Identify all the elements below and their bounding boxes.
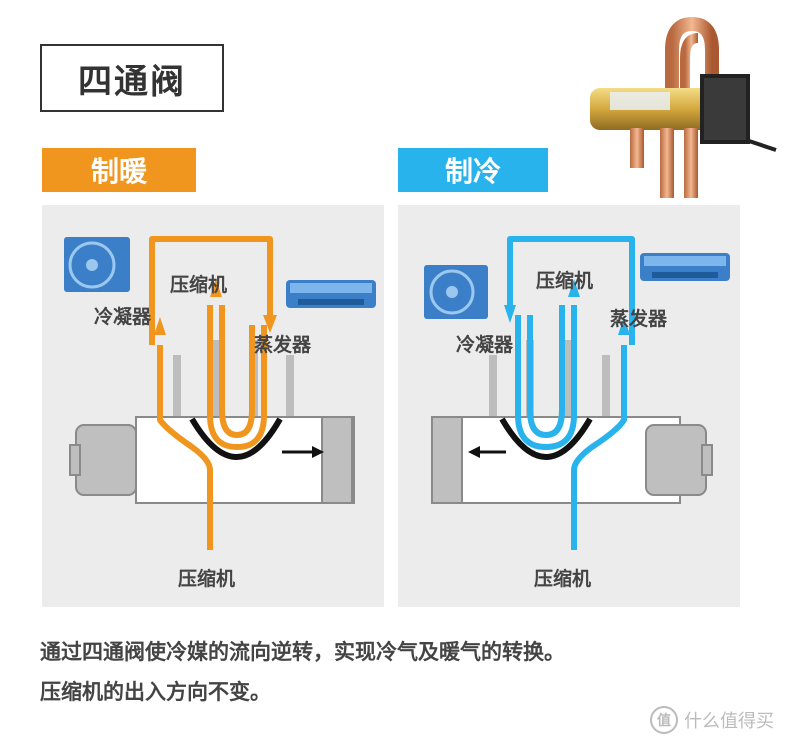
watermark-logo-icon: 值 — [650, 706, 678, 734]
watermark: 值 什么值得买 — [650, 706, 774, 734]
outdoor-unit-icon — [64, 237, 130, 292]
heating-diagram-panel: 压缩机 冷凝器 蒸发器 压缩机 — [42, 205, 384, 607]
watermark-text: 什么值得买 — [684, 711, 774, 732]
caption-line-2: 压缩机的出入方向不变。 — [40, 680, 271, 704]
heating-condenser-label: 冷凝器 — [94, 305, 152, 328]
heating-mode-label: 制暖 — [42, 148, 196, 192]
heating-evaporator-label: 蒸发器 — [254, 333, 312, 356]
heating-compressor-bottom-label: 压缩机 — [178, 567, 235, 590]
heating-compressor-top-label: 压缩机 — [170, 273, 227, 296]
cooling-evaporator-label: 蒸发器 — [610, 307, 668, 330]
outdoor-unit-icon — [424, 265, 488, 319]
cooling-compressor-top-label: 压缩机 — [536, 269, 593, 292]
cooling-compressor-bottom-label: 压缩机 — [534, 567, 591, 590]
four-way-valve-image — [590, 16, 777, 198]
indoor-unit-icon — [640, 253, 730, 281]
cooling-diagram-panel: 压缩机 蒸发器 冷凝器 压缩机 — [398, 205, 740, 607]
cooling-mode-label: 制冷 — [398, 148, 548, 192]
cooling-diagram: 压缩机 蒸发器 冷凝器 压缩机 — [424, 236, 730, 590]
page-title: 四通阀 — [40, 44, 224, 112]
cooling-condenser-label: 冷凝器 — [456, 333, 514, 356]
heating-diagram: 压缩机 冷凝器 蒸发器 压缩机 — [64, 236, 376, 590]
indoor-unit-icon — [286, 280, 376, 308]
caption-line-1: 通过四通阀使冷媒的流向逆转，实现冷气及暖气的转换。 — [40, 640, 565, 664]
